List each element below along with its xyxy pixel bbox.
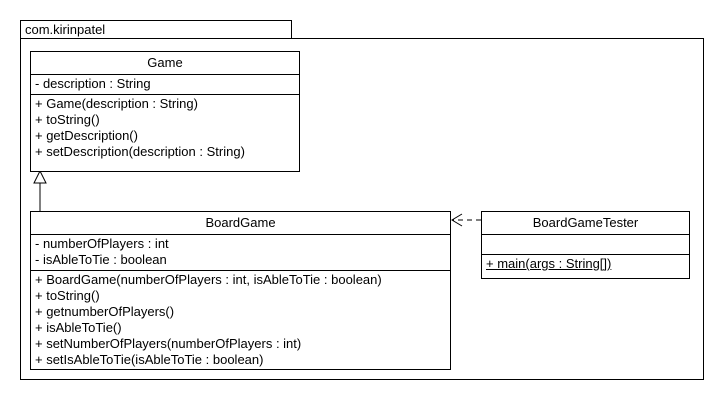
class-game[interactable]: Game - description : String + Game(descr… — [30, 51, 300, 172]
operation: + toString() — [35, 112, 100, 127]
class-board-game[interactable]: BoardGame - numberOfPlayers : int - isAb… — [30, 211, 451, 370]
board-game-tester-operations: + main(args : String[]) — [482, 255, 689, 274]
operation: + getnumberOfPlayers() — [35, 304, 175, 319]
operation: + BoardGame(numberOfPlayers : int, isAbl… — [35, 272, 382, 287]
class-name-board-game-tester: BoardGameTester — [482, 212, 689, 235]
class-name-game: Game — [31, 52, 299, 75]
operation: + Game(description : String) — [35, 96, 198, 111]
board-game-tester-attributes — [482, 235, 689, 255]
operation: + isAbleToTie() — [35, 320, 122, 335]
class-board-game-tester[interactable]: BoardGameTester + main(args : String[]) — [481, 211, 690, 279]
operation: + toString() — [35, 288, 100, 303]
class-name-board-game: BoardGame — [31, 212, 450, 235]
game-operations: + Game(description : String) + toString(… — [31, 95, 299, 162]
operation: + setNumberOfPlayers(numberOfPlayers : i… — [35, 336, 302, 351]
game-attributes: - description : String — [31, 75, 299, 95]
package-name: com.kirinpatel — [25, 22, 106, 37]
attribute: - isAbleToTie : boolean — [35, 252, 167, 267]
operation-static: + main(args : String[]) — [486, 256, 612, 271]
operation: + getDescription() — [35, 128, 138, 143]
operation: + setIsAbleToTie(isAbleToTie : boolean) — [35, 352, 264, 367]
generalization-arrowhead — [33, 169, 47, 184]
attribute: - numberOfPlayers : int — [35, 236, 169, 251]
board-game-attributes: - numberOfPlayers : int - isAbleToTie : … — [31, 235, 450, 271]
attribute: - description : String — [35, 76, 151, 91]
operation: + setDescription(description : String) — [35, 144, 245, 159]
board-game-operations: + BoardGame(numberOfPlayers : int, isAbl… — [31, 271, 450, 370]
dependency-arrowhead — [451, 213, 463, 227]
